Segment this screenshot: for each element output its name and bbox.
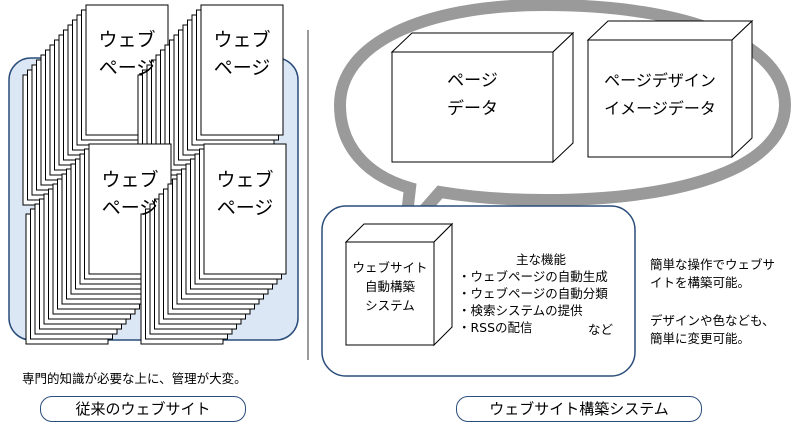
box-system	[344, 222, 454, 347]
note-easy-build: 簡単な操作でウェブサ イトを構築可能。	[650, 257, 776, 290]
page-stacks	[22, 4, 287, 345]
page-label: ウェブ ページ	[213, 29, 271, 79]
features-etc: など	[588, 322, 614, 337]
feature-item: ・検索システムの提供	[458, 303, 583, 318]
note-easy-change: デザインや色なども、 簡単に変更可能。	[650, 313, 775, 346]
feature-item: ・RSSの配信	[458, 320, 533, 335]
box-design-data-label: ページデザイン イメージデータ	[604, 71, 716, 118]
web-page-front	[200, 4, 284, 136]
box-page-data	[390, 31, 575, 164]
page-label: ウェブ ページ	[216, 169, 274, 219]
page-label: ウェブ ページ	[98, 29, 156, 79]
left-label: 従来のウェブサイト	[40, 396, 246, 422]
features-title: 主な機能	[516, 252, 567, 267]
web-page-front	[203, 143, 287, 275]
box-page-data-label: ページ データ	[447, 71, 498, 119]
left-caption: 専門的知識が必要な上に、管理が大変。	[22, 371, 247, 386]
page-label: ウェブ ページ	[101, 169, 159, 219]
feature-item: ・ウェブページの自動生成	[458, 269, 608, 284]
features-list: 主な機能 ・ウェブページの自動生成 ・ウェブページの自動分類 ・検索システムの提…	[458, 251, 608, 336]
box-design-data	[586, 19, 754, 159]
system-box-label: ウェブサイト 自動構築 システム	[352, 260, 428, 313]
right-label: ウェブサイト構築システム	[456, 396, 702, 422]
feature-item: ・ウェブページの自動分類	[458, 286, 608, 301]
